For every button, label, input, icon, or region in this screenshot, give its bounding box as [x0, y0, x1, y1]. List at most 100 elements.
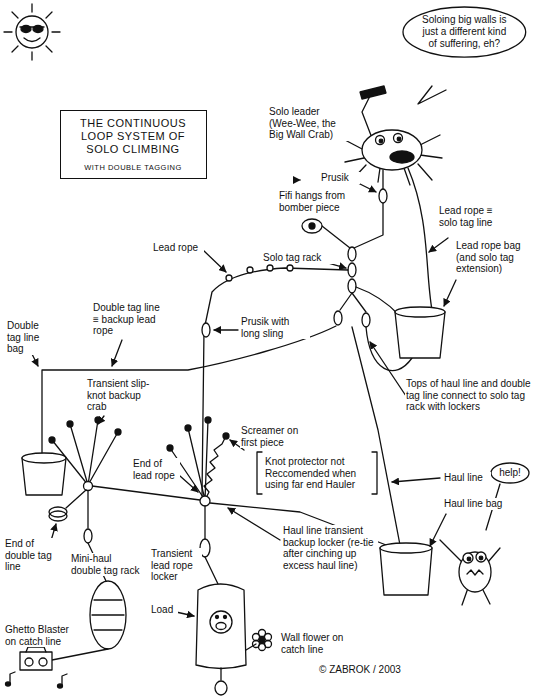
- carabiner: [334, 311, 342, 325]
- sun-smile: [24, 38, 40, 42]
- annotation-label: Mini-haul double tag rack: [70, 553, 144, 576]
- node-text: Soloing big walls is just a different ki…: [421, 14, 507, 50]
- rope-coil: [49, 511, 67, 521]
- prusik-knot: [202, 323, 210, 337]
- rope-clip: [267, 265, 273, 271]
- annotation-label: Tops of haul line and double tag line co…: [405, 378, 533, 413]
- annotation-label: Double tag line ≡ backup lead rope: [92, 302, 162, 337]
- master-point: [84, 482, 93, 491]
- node-content: help!: [497, 467, 523, 479]
- anchor-slings: [52, 420, 200, 500]
- leader-line: [430, 514, 446, 546]
- annotation-label: End of lead rope: [132, 458, 180, 481]
- crab-mouth: [390, 151, 414, 163]
- hammer-symbol: [360, 86, 386, 99]
- haul-line: [352, 327, 400, 545]
- lead-rope: [408, 168, 432, 310]
- annotation-label: End of double tag line: [4, 538, 54, 573]
- creature-pupil: [467, 557, 471, 561]
- crab-pupil: [397, 137, 401, 141]
- leader-line: [429, 238, 448, 252]
- carabiner: [348, 279, 356, 293]
- master-point: [200, 496, 210, 506]
- speech-bubble: help!: [490, 462, 530, 484]
- haul-line-bag: [380, 548, 432, 595]
- creature-figure: [440, 540, 500, 605]
- sun-figure: [4, 4, 60, 60]
- pig-snout: [216, 623, 226, 630]
- bag-stripes: [92, 600, 124, 630]
- annotation-label: Lead rope ≡ solo tag line: [438, 205, 502, 228]
- rope-bag: [395, 312, 445, 358]
- crab-eye: [394, 134, 403, 143]
- rope-bag-rim: [22, 453, 66, 463]
- speech-bubble: Soloing big walls is just a different ki…: [402, 6, 527, 58]
- bracket: [257, 452, 377, 494]
- annotation-label: Solo leader (Wee-Wee, the Big Wall Crab): [268, 106, 348, 141]
- annotation-label: Screamer on first piece: [240, 425, 312, 448]
- annotation-label: Load: [150, 604, 178, 616]
- anchor-piece: [223, 433, 229, 439]
- anchor-piece: [115, 429, 121, 435]
- annotation-label: Knot protector not Reccomended when usin…: [264, 456, 370, 491]
- anchor-piece: [205, 417, 211, 423]
- node-text: WITH DOUBLE TAGGING: [67, 163, 199, 172]
- carabiner: [348, 247, 356, 261]
- leader-line: [228, 508, 280, 540]
- leader-line: [112, 340, 122, 366]
- title-box: THE CONTINUOUS LOOP SYSTEM OF SOLO CLIMB…: [60, 110, 207, 179]
- leader-line: [176, 612, 194, 616]
- anchor-piece: [185, 425, 191, 431]
- sunglasses-lens: [33, 26, 43, 33]
- sunglasses-lens: [21, 26, 31, 33]
- annotation-label: Transient lead rope locker: [150, 548, 202, 583]
- annotation-label: Wall flower on catch line: [280, 632, 352, 655]
- annotation-label: Transient slip-knot backup crab: [86, 378, 152, 413]
- annotation-label: Prusik: [320, 172, 360, 184]
- chain: [204, 506, 205, 540]
- double-tag-line: [66, 490, 86, 508]
- leader-line: [180, 476, 198, 492]
- creature-eye: [463, 553, 473, 563]
- annotation-label: Haul line transient backup locker (re-ti…: [282, 525, 378, 571]
- haul-bag: [196, 584, 246, 669]
- node-text: help!: [497, 467, 523, 479]
- screamer-symbol: [204, 436, 226, 500]
- rope-clip: [247, 267, 253, 273]
- catch-line: [220, 668, 221, 680]
- double-tag-line: [42, 326, 336, 455]
- crab-eye: [376, 136, 385, 145]
- leader-line: [98, 416, 104, 424]
- carabiner: [348, 263, 356, 277]
- bubble-tail: [418, 86, 446, 104]
- leader-line: [444, 280, 456, 306]
- leader-line: [214, 329, 238, 330]
- node-text: THE CONTINUOUS LOOP SYSTEM OF SOLO CLIMB…: [67, 117, 199, 157]
- pig-eye: [224, 616, 227, 619]
- annotation-label: Double tag line bag: [6, 320, 56, 355]
- music-note: [6, 682, 11, 686]
- node-content: Soloing big walls is just a different ki…: [421, 14, 507, 50]
- wall-flower: [253, 630, 272, 651]
- rack-sling: [340, 293, 366, 312]
- bubble-shape: [491, 463, 529, 483]
- prusik-knot: [379, 189, 387, 203]
- annotation-label: Ghetto Blaster on catch line: [4, 624, 80, 647]
- bubble-shape: [403, 7, 526, 57]
- carabiner: [362, 313, 370, 327]
- creature-eye: [476, 552, 486, 562]
- chain: [87, 491, 88, 528]
- annotation-label: © ZABROK / 2003: [318, 664, 414, 676]
- rope-clip: [287, 265, 293, 271]
- sun-rays: [4, 4, 60, 60]
- rope-clip: [226, 275, 232, 281]
- creature-body: [459, 552, 491, 592]
- weight: [215, 681, 227, 695]
- rope-bag-rim: [395, 307, 445, 317]
- leader-line: [392, 478, 440, 482]
- petal: [253, 641, 260, 648]
- ghetto-blaster: [20, 652, 52, 670]
- haul-line-bag-rim: [380, 543, 432, 553]
